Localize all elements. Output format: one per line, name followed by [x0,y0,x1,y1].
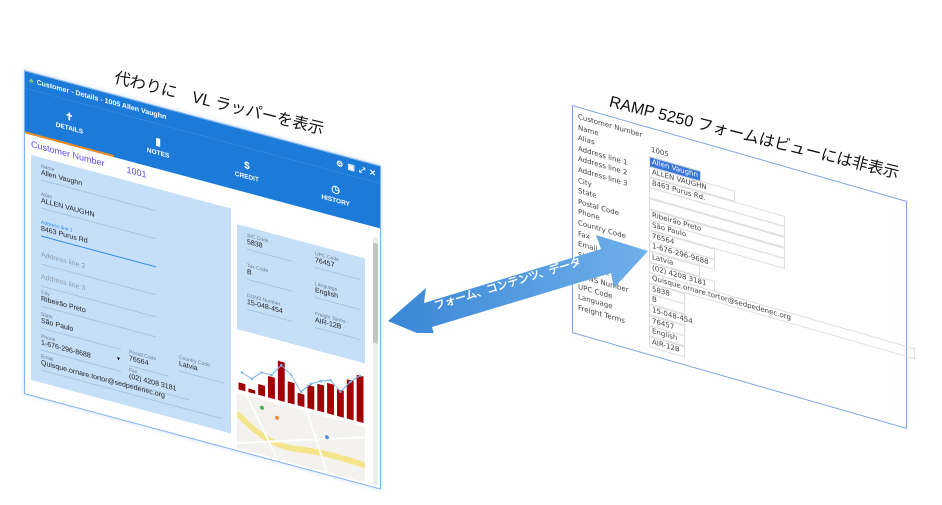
notes-icon: ▮ [155,135,161,149]
chart-point [299,390,303,394]
dropdown-icon[interactable]: ▼ [116,355,121,363]
dollar-icon: $ [244,159,250,172]
tab-label: DETAILS [55,120,84,136]
double-arrow [388,235,648,333]
chart-bar [238,382,246,392]
chart-point [280,363,283,367]
chart-bar [346,379,354,421]
app-icon: ♣ [29,77,34,86]
chart-bar [297,392,305,408]
gear-icon[interactable]: ⚙ [336,158,344,170]
tab-label: NOTES [146,146,170,160]
chart-bar [268,375,275,400]
chart-bar [336,389,344,418]
chart-point [339,390,342,394]
chart-bar [277,360,285,402]
chart-point [240,371,244,374]
chart-bar [248,388,256,394]
chart-bar [317,383,325,413]
chart-point [270,373,273,377]
chart-bar [356,374,364,423]
clock-icon: ◷ [331,182,340,197]
scrollbar-thumb[interactable] [373,242,378,344]
restore-icon[interactable]: ▣ [347,161,355,173]
chart-bar [307,384,315,410]
chart-bar [287,381,295,405]
maximize-icon[interactable]: ⤢ [358,164,366,175]
map-roads [237,395,365,473]
chart-point [348,380,352,384]
map[interactable] [237,393,365,483]
chart-point [250,377,254,381]
chart-point [358,374,362,377]
ramp-field-label: City [578,176,592,189]
chart-point [309,382,313,386]
chart-bar [327,382,334,416]
customer-number-value: 1001 [126,164,147,180]
person-icon: ✝ [65,110,74,124]
tab-label: CREDIT [234,169,259,184]
chart-bar [258,384,266,397]
vl-wrapper-window: ♣ Customer - Details - 1005 Allen Vaughn… [24,70,381,490]
sales-chart [238,360,364,423]
chart-point [289,373,293,377]
scrollbar[interactable] [373,236,378,486]
chart-point [319,379,322,383]
close-icon[interactable]: ✕ [369,167,376,178]
chart-point [260,371,263,374]
chart-point [329,378,332,382]
tab-label: HISTORY [321,193,350,208]
